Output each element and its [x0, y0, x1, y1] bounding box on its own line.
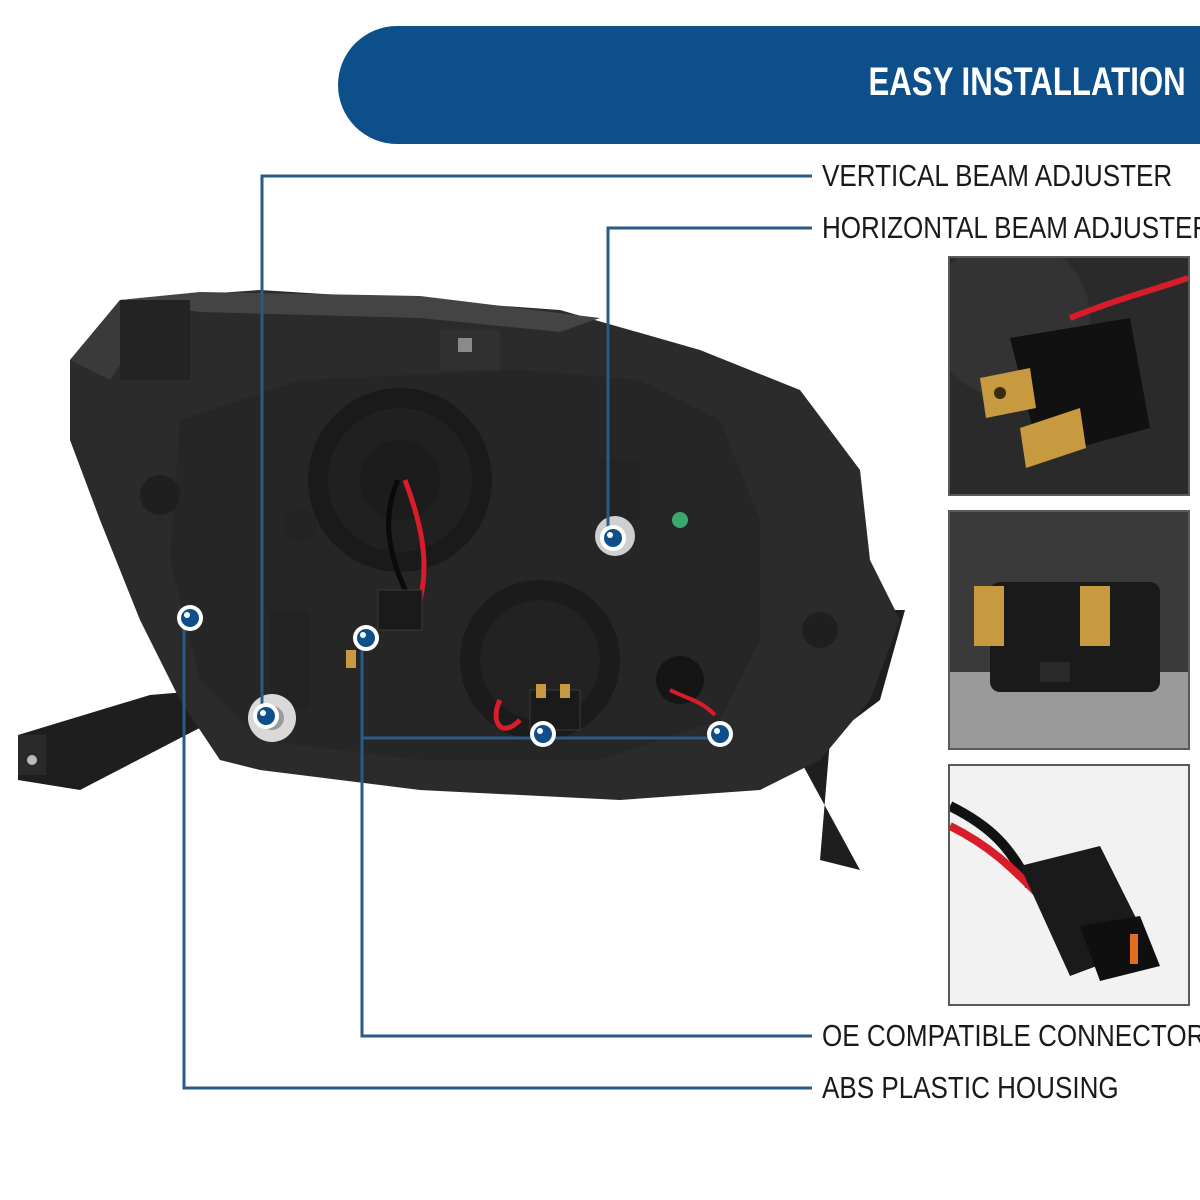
dot-horizontal-beam: [600, 525, 626, 551]
banner-title: EASY INSTALLATION: [868, 60, 1186, 104]
photo-t10-bulb-socket: [948, 764, 1190, 1006]
leader-abs-housing: [182, 616, 812, 1090]
header-banner: EASY INSTALLATION: [338, 26, 1200, 144]
connector-high: [377, 589, 423, 631]
wire-black: [386, 478, 413, 602]
dot-connector-marker: [707, 721, 733, 747]
leader-oe-connectors: [360, 636, 812, 1038]
leader-horizontal-beam: [606, 226, 812, 536]
leader-vertical-beam: [260, 174, 812, 714]
marker-socket: [656, 656, 704, 704]
top-clip-left: [120, 300, 190, 380]
photo-h4-connector-side: [948, 256, 1190, 496]
dot-connector-high: [353, 625, 379, 651]
label-oe-compatible-connectors: OE COMPATIBLE CONNECTORS: [822, 1018, 1200, 1053]
dot-vertical-beam: [253, 703, 279, 729]
marker-dots: [177, 525, 733, 747]
label-horizontal-beam-adjuster: HORIZONTAL BEAM ADJUSTER: [822, 210, 1200, 245]
mounting-bracket-left: [18, 690, 215, 790]
label-abs-plastic-housing: ABS PLASTIC HOUSING: [822, 1070, 1119, 1105]
label-vertical-beam-adjuster: VERTICAL BEAM ADJUSTER: [822, 158, 1173, 193]
dot-connector-low: [530, 721, 556, 747]
wire-red: [402, 479, 427, 601]
adjuster-post-vertical: [270, 610, 310, 710]
dot-abs-housing: [177, 605, 203, 631]
photo-h4-connector-front: [948, 510, 1190, 750]
